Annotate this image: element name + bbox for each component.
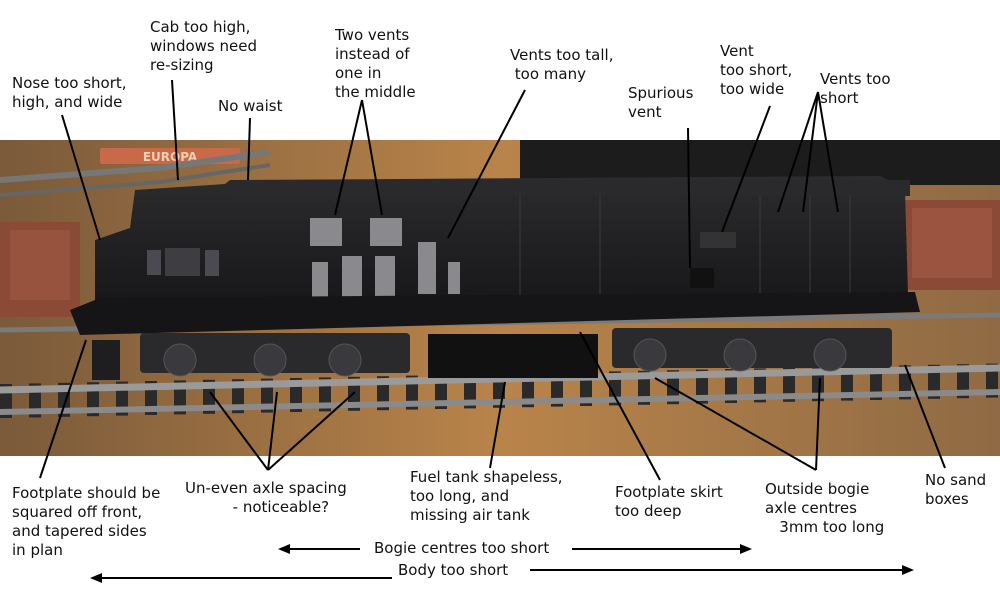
spurious-vent — [690, 268, 714, 288]
label-body-short: Body too short — [398, 561, 509, 579]
label-nose: Nose too short, high, and wide — [12, 74, 127, 111]
label-vents-short: Vents too short — [820, 70, 891, 107]
panel-lines — [519, 195, 851, 295]
label-vent-short-wide: Vent too short, too wide — [720, 42, 793, 98]
front-rail — [0, 364, 1000, 394]
label-two-vents: Two vents instead of one in the middle — [335, 26, 416, 101]
europa-sign-text: EUROPA — [143, 150, 198, 164]
label-footplate-skirt: Footplate skirt too deep — [615, 483, 723, 520]
label-vents-tall: Vents too tall, too many — [510, 46, 614, 83]
front-steps — [92, 340, 120, 380]
roof — [230, 180, 910, 196]
wheels — [163, 338, 847, 377]
leader-lines — [39, 79, 946, 579]
side-vents — [310, 218, 460, 308]
label-cab: Cab too high, windows need re-sizing — [150, 18, 257, 74]
vent-short-wide — [700, 232, 736, 248]
right-wagon-panel — [912, 208, 992, 278]
front-rail-2 — [0, 389, 1000, 415]
fuel-tank — [428, 334, 598, 378]
cab-window-3 — [205, 250, 219, 276]
cab-window-2 — [165, 248, 200, 276]
label-waist: No waist — [218, 97, 283, 115]
label-fuel-tank: Fuel tank shapeless, too long, and missi… — [410, 468, 563, 524]
label-footplate-front: Footplate should be squared off front, a… — [12, 484, 161, 559]
label-axle-spacing: Un-even axle spacing - noticeable? — [185, 479, 347, 516]
label-spurious-vent: Spurious vent — [628, 84, 694, 121]
arrow-heads — [90, 544, 914, 583]
background-rail-2 — [0, 163, 271, 197]
footplate — [70, 292, 920, 335]
left-wagon-panel — [10, 230, 70, 300]
label-bogie-centres: Bogie centres too short — [374, 539, 550, 557]
label-sand-boxes: No sand boxes — [925, 471, 987, 508]
label-bogie-axle: Outside bogie axle centres 3mm too long — [765, 480, 885, 536]
cab-window-1 — [147, 250, 161, 275]
background-rail — [0, 149, 271, 183]
